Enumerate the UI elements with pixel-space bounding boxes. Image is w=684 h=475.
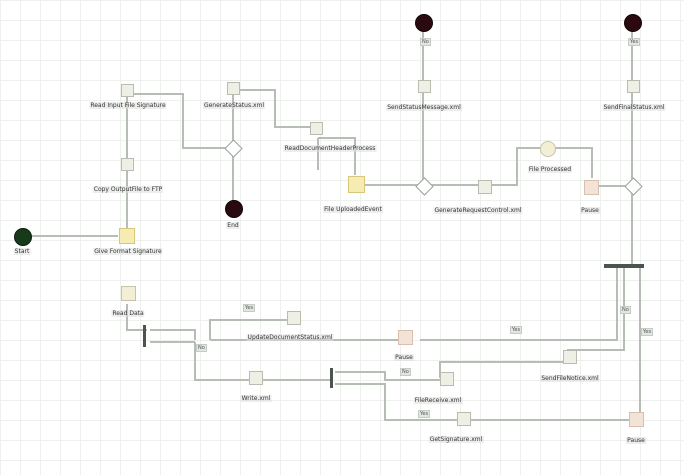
file-processed-node[interactable]: [540, 141, 556, 157]
edge-tag: Yes: [628, 38, 641, 46]
get-signature-label: GetSignature.xml: [428, 436, 484, 443]
fork-bar-middle[interactable]: [330, 368, 333, 388]
send-final-status-node[interactable]: [627, 80, 640, 93]
get-signature-node[interactable]: [457, 412, 471, 426]
generate-request-label: GenerateRequestControl.xml: [433, 207, 523, 214]
send-status-message-label: SendStatusMessage.xml: [386, 104, 462, 111]
write-xml-label: Write.xml: [240, 395, 272, 402]
pause-mid-node[interactable]: [398, 330, 413, 345]
update-document-status-node[interactable]: [287, 311, 301, 325]
start-label: Start: [13, 248, 31, 255]
pause-top-node[interactable]: [584, 180, 599, 195]
give-format-signature-label: Give Format Signature: [93, 248, 163, 255]
file-receive-label: FileReceive.xml: [413, 397, 463, 404]
generate-request-node[interactable]: [478, 180, 492, 194]
write-xml-node[interactable]: [249, 371, 263, 385]
file-uploaded-event-node[interactable]: [348, 176, 365, 193]
end-node-top-right[interactable]: [624, 14, 642, 32]
give-format-signature-node[interactable]: [119, 228, 135, 244]
send-final-status-label: SendFinalStatus.xml: [602, 104, 666, 111]
edge-tag: Yes: [641, 328, 654, 336]
copy-output-file-node[interactable]: [121, 158, 134, 171]
end-label: End: [226, 222, 240, 229]
pause-bottom-label: Pause: [626, 437, 646, 444]
edge-tag: Yes: [418, 410, 431, 418]
pause-bottom-node[interactable]: [629, 412, 644, 427]
read-document-header-node[interactable]: [310, 122, 323, 135]
end-node-top-middle[interactable]: [415, 14, 433, 32]
read-input-file-signature-label: Read Input File Signature: [89, 102, 167, 109]
edge-tag: No: [400, 368, 411, 376]
pause-mid-label: Pause: [394, 354, 414, 361]
pause-top-label: Pause: [580, 207, 600, 214]
fork-bar-right[interactable]: [604, 264, 644, 268]
edge-tag: Yes: [510, 326, 523, 334]
file-processed-label: File Processed: [527, 166, 573, 173]
start-node[interactable]: [14, 228, 32, 246]
file-uploaded-event-label: File UploadedEvent: [323, 206, 383, 213]
edge-tag: No: [196, 344, 207, 352]
generate-status-node[interactable]: [227, 82, 240, 95]
edge-tag: No: [620, 306, 631, 314]
file-receive-node[interactable]: [440, 372, 454, 386]
read-data-node[interactable]: [121, 286, 136, 301]
read-data-label: Read Data: [111, 310, 145, 317]
read-document-header-label: ReadDocumentHeaderProcess: [283, 145, 377, 152]
edge-tag: Yes: [243, 304, 256, 312]
read-input-file-signature-node[interactable]: [121, 84, 134, 97]
send-file-notice-node[interactable]: [563, 350, 577, 364]
copy-output-file-label: Copy OutputFile to FTP: [92, 186, 164, 193]
generate-status-label: GenerateStatus.xml: [202, 102, 266, 109]
send-status-message-node[interactable]: [418, 80, 431, 93]
update-document-status-label: UpdateDocumentStatus.xml: [246, 334, 334, 341]
send-file-notice-label: SendFileNotice.xml: [540, 375, 600, 382]
fork-bar-left[interactable]: [143, 325, 146, 347]
edge-tag: No: [420, 38, 431, 46]
end-node[interactable]: [225, 200, 243, 218]
